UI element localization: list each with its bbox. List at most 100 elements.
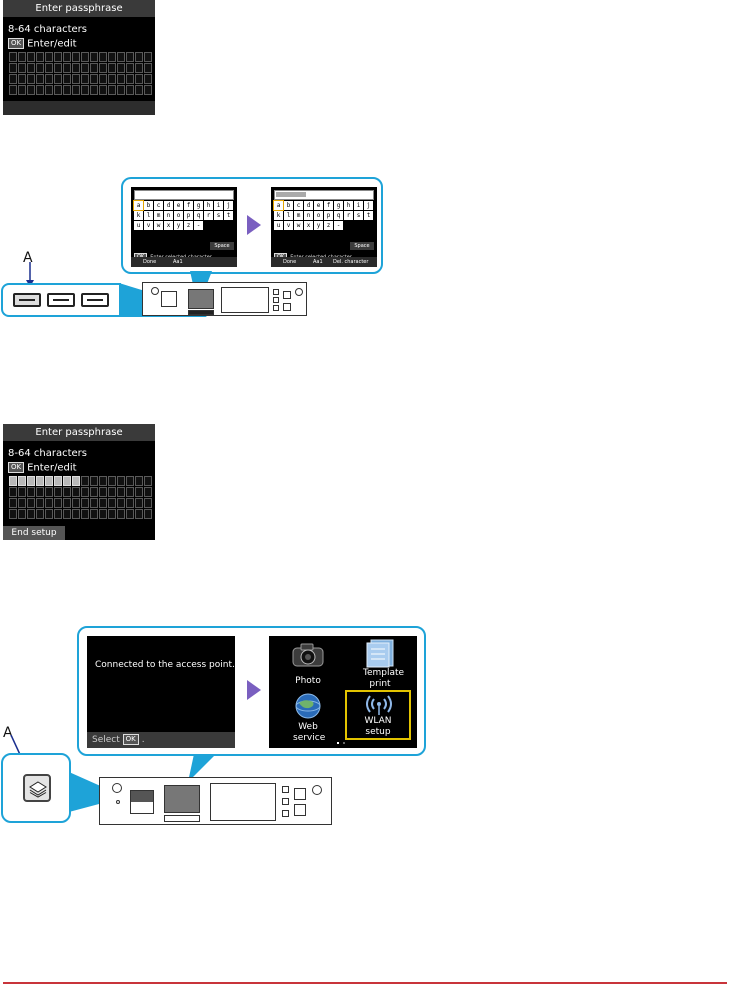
keyboard-key[interactable]: p <box>324 211 333 220</box>
keyboard-key[interactable]: w <box>154 221 163 230</box>
keyboard-key[interactable]: f <box>324 201 333 210</box>
keyboard-key[interactable]: z <box>324 221 333 230</box>
keyboard-key[interactable]: q <box>334 211 343 220</box>
passphrase-cell <box>126 509 134 519</box>
stop-button[interactable] <box>312 785 322 795</box>
keyboard-key[interactable]: q <box>194 211 203 220</box>
keyboard-key[interactable]: o <box>174 211 183 220</box>
keyboard-key[interactable]: v <box>284 221 293 230</box>
space-key[interactable]: Space <box>350 242 374 250</box>
left-function-button[interactable] <box>13 293 41 307</box>
keyboard-key[interactable]: j <box>224 201 233 210</box>
menu-item-wlan-setup[interactable]: WLAN setup <box>345 690 411 740</box>
keyboard-key[interactable]: e <box>174 201 183 210</box>
keyboard-key[interactable]: h <box>204 201 213 210</box>
keyboard-key[interactable]: d <box>304 201 313 210</box>
keyboard-key[interactable]: x <box>164 221 173 230</box>
text-input[interactable] <box>274 190 374 200</box>
keyboard-key[interactable]: b <box>284 201 293 210</box>
text-input[interactable] <box>134 190 234 200</box>
keyboard-key[interactable]: k <box>274 211 283 220</box>
keyboard-key[interactable]: k <box>134 211 143 220</box>
keyboard-key[interactable]: u <box>134 221 143 230</box>
power-button[interactable] <box>151 287 159 295</box>
keyboard-key[interactable]: f <box>184 201 193 210</box>
keyboard-key[interactable]: b <box>144 201 153 210</box>
keyboard-key[interactable]: t <box>364 211 373 220</box>
passphrase-cell <box>117 498 125 508</box>
keyboard-key[interactable]: w <box>294 221 303 230</box>
keyboard-key[interactable]: m <box>154 211 163 220</box>
keyboard-key[interactable]: n <box>304 211 313 220</box>
keyboard-key[interactable]: x <box>304 221 313 230</box>
panel-button[interactable] <box>283 303 291 311</box>
passphrase-cell <box>9 63 17 73</box>
stop-button[interactable] <box>295 288 303 296</box>
function-buttons[interactable] <box>188 310 214 315</box>
panel-button[interactable] <box>294 804 306 816</box>
keyboard-key[interactable]: l <box>144 211 153 220</box>
keyboard-key[interactable]: v <box>144 221 153 230</box>
function-buttons[interactable] <box>164 815 200 822</box>
keyboard-key[interactable]: m <box>294 211 303 220</box>
passphrase-cell <box>45 498 53 508</box>
right-function-button[interactable] <box>81 293 109 307</box>
touch-panel[interactable] <box>221 287 269 313</box>
keyboard-key[interactable]: g <box>194 201 203 210</box>
keyboard-key[interactable]: n <box>164 211 173 220</box>
passphrase-cell <box>135 74 143 84</box>
keyboard-key[interactable]: r <box>344 211 353 220</box>
passphrase-grid[interactable] <box>9 476 152 519</box>
keyboard-key[interactable]: z <box>184 221 193 230</box>
keyboard-key[interactable]: y <box>314 221 323 230</box>
panel-button[interactable] <box>282 810 289 817</box>
panel-button[interactable] <box>273 297 279 303</box>
home-button[interactable] <box>161 291 177 307</box>
center-function-button[interactable] <box>47 293 75 307</box>
keyboard-key[interactable]: u <box>274 221 283 230</box>
keyboard-key[interactable]: - <box>334 221 343 230</box>
panel-button[interactable] <box>273 289 279 295</box>
power-button[interactable] <box>112 783 122 793</box>
keyboard-key[interactable]: y <box>174 221 183 230</box>
keyboard-key[interactable]: t <box>224 211 233 220</box>
keyboard-key[interactable]: i <box>354 201 363 210</box>
end-setup-button[interactable]: End setup <box>3 526 65 540</box>
keyboard-key[interactable]: c <box>154 201 163 210</box>
home-button[interactable] <box>23 774 51 802</box>
keyboard-key[interactable]: o <box>314 211 323 220</box>
keyboard-key[interactable]: g <box>334 201 343 210</box>
menu-item-template-print[interactable]: Template print <box>363 668 405 689</box>
operation-panel <box>142 282 307 316</box>
passphrase-cell <box>117 63 125 73</box>
keyboard-key[interactable]: h <box>344 201 353 210</box>
panel-button[interactable] <box>283 291 291 299</box>
keyboard-key[interactable]: i <box>214 201 223 210</box>
passphrase-cell <box>27 476 35 486</box>
keyboard-key[interactable]: e <box>314 201 323 210</box>
keyboard-key[interactable]: p <box>184 211 193 220</box>
menu-item-web-service[interactable]: Web service <box>293 722 326 743</box>
touch-panel[interactable] <box>210 783 276 821</box>
keyboard-key[interactable]: a <box>133 200 144 211</box>
keyboard-key[interactable]: c <box>294 201 303 210</box>
panel-button[interactable] <box>282 798 289 805</box>
keyboard-key[interactable]: - <box>194 221 203 230</box>
panel-button[interactable] <box>273 305 279 311</box>
panel-button[interactable] <box>294 788 306 800</box>
keyboard-key[interactable]: a <box>273 200 284 211</box>
keyboard-key[interactable]: s <box>354 211 363 220</box>
passphrase-cell <box>54 85 62 95</box>
menu-item-photo[interactable]: Photo <box>295 676 321 686</box>
keyboard-key[interactable]: d <box>164 201 173 210</box>
home-button[interactable] <box>130 790 154 814</box>
keyboard-key[interactable]: j <box>364 201 373 210</box>
passphrase-grid[interactable] <box>9 52 152 95</box>
keyboard-key[interactable]: r <box>204 211 213 220</box>
keyboard-key[interactable]: l <box>284 211 293 220</box>
panel-button[interactable] <box>282 786 289 793</box>
keyboard-key[interactable]: s <box>214 211 223 220</box>
space-key[interactable]: Space <box>210 242 234 250</box>
